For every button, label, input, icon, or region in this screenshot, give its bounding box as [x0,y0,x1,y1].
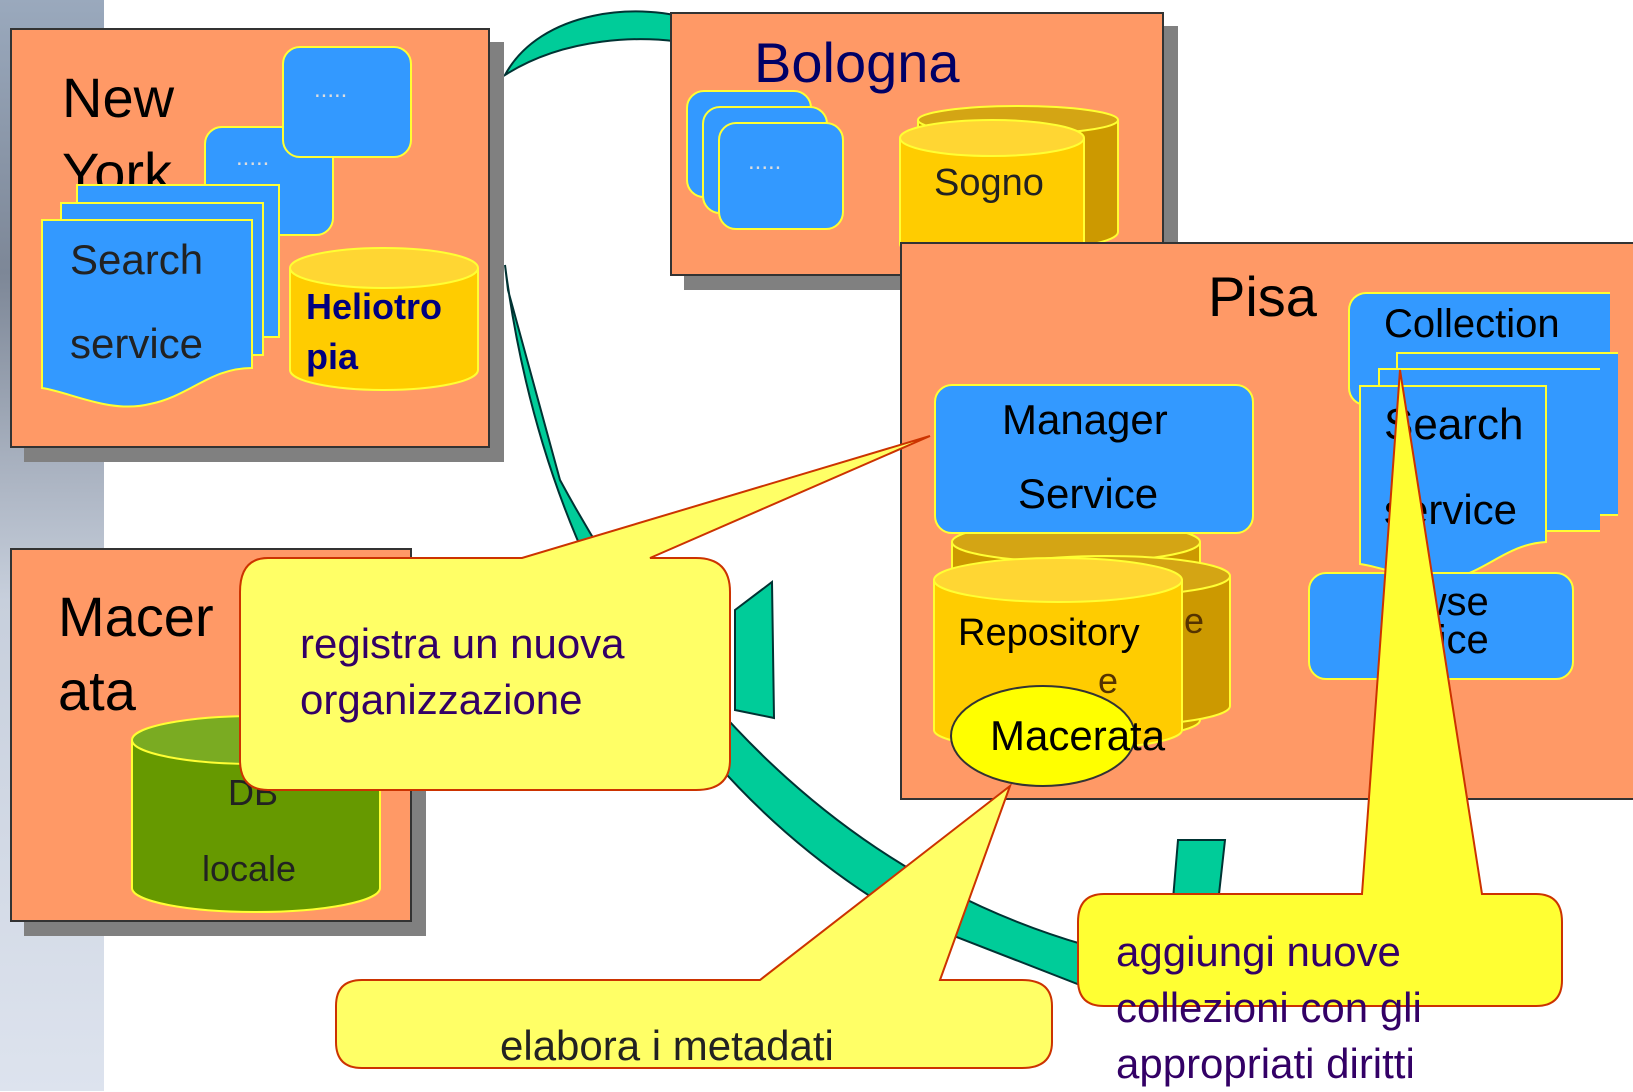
heliotropia-db [289,247,479,391]
callout-register-line1: registra un nuova [300,620,625,667]
callout-collections-shape [1077,369,1563,1007]
callout-collections-line3: appropriati diritti [1116,1040,1415,1087]
manager-line1: Manager [1002,396,1168,443]
callout-metadata-text: elabora i metadati [500,1022,834,1069]
new-york-search-service [41,219,253,408]
callout-collections-line2: collezioni con gli [1116,984,1422,1031]
callout-collections-text: aggiungi nuove collezioni con gli approp… [1116,924,1422,1092]
manager-line2: Service [1018,470,1159,517]
repository-hidden-fragment: e [1184,600,1205,641]
macerata-ellipse[interactable] [950,685,1136,787]
local-db-line2: locale [202,848,297,889]
pisa-title: Pisa [1208,265,1317,328]
pisa-panel: Pisa Repository e e Manager Service Coll… [900,242,1633,800]
callout-collections-line1: aggiungi nuove [1116,928,1401,975]
macerata-title-line2: ata [58,659,136,722]
macerata-ellipse-label: Macerata [990,712,1166,759]
bologna-box-front: ..... [718,122,844,230]
repository-line1: Repository [958,612,1140,654]
new-york-service-box-1: ..... [282,46,412,158]
sogno-label: Sogno [934,162,1044,204]
callout-register-shape [239,435,931,791]
sogno-db [899,105,1119,263]
callout-metadata-shape [335,783,1053,1069]
callout-register-text: registra un nuova organizzazione [300,616,625,728]
macerata-title-line1: Macer [58,585,214,648]
arrow-head [734,580,776,720]
bologna-panel: Bologna ..... Sogno [670,12,1164,276]
new-york-panel: New York ..... ..... Search service Heli… [10,28,490,448]
collection-label: Collection [1384,302,1560,346]
manager-service-box[interactable]: Manager Service [934,384,1254,534]
new-york-search-line2: service [70,320,204,367]
new-york-search-line1: Search [70,236,204,283]
repository-line2-fragment: e [1098,660,1119,701]
new-york-title-line1: New [62,66,175,129]
callout-register-line2: organizzazione [300,676,583,723]
heliotropia-line2: pia [306,336,359,377]
bologna-title: Bologna [754,31,960,94]
heliotropia-line1: Heliotro [306,286,443,327]
